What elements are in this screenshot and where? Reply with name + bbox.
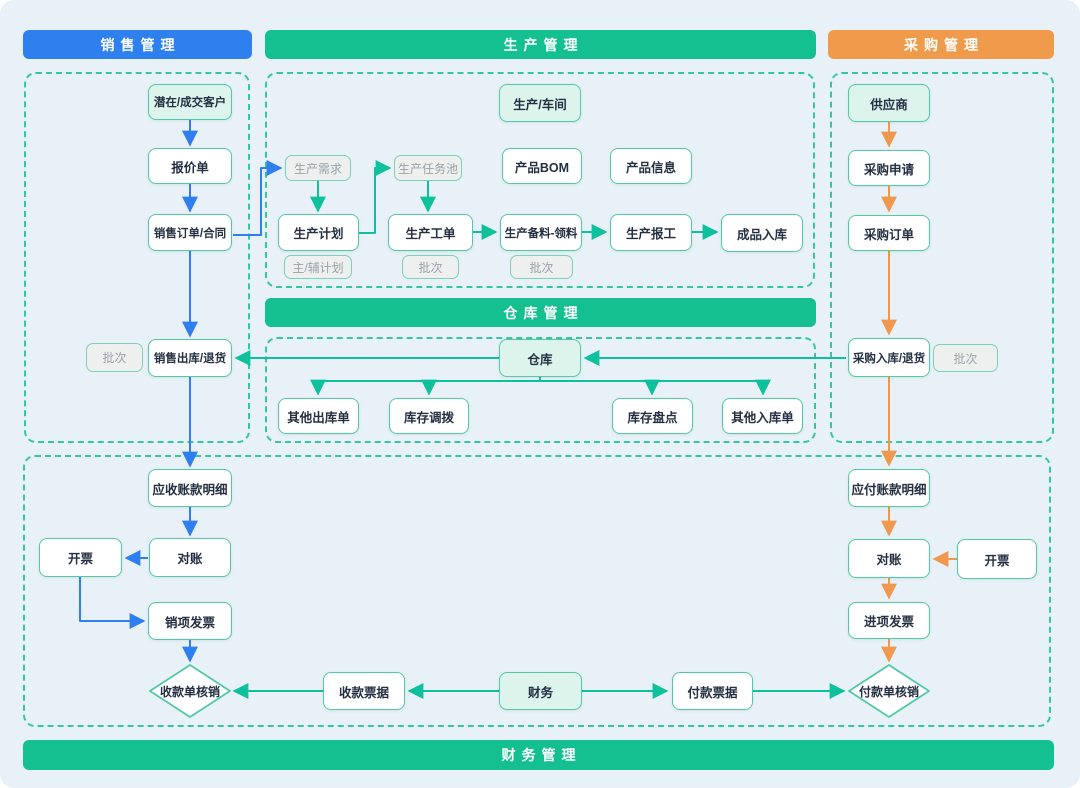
node-ap-reconcile: 对账 bbox=[848, 539, 930, 578]
node-material-pick-batch: 批次 bbox=[510, 255, 573, 279]
node-main-aux-plan: 主/辅计划 bbox=[284, 255, 352, 279]
node-material-pick: 生产备料-领料 bbox=[500, 214, 582, 251]
node-output-invoice: 销项发票 bbox=[148, 602, 232, 640]
header-purchase-management: 采购管理 bbox=[828, 30, 1054, 59]
node-work-order: 生产工单 bbox=[388, 214, 473, 251]
node-stock-transfer: 库存调拨 bbox=[389, 398, 469, 434]
node-payment-writeoff: 付款单核销 bbox=[858, 684, 919, 699]
node-work-order-batch: 批次 bbox=[402, 255, 459, 279]
container-purchase bbox=[830, 72, 1054, 443]
container-finance bbox=[23, 455, 1051, 727]
node-payment-bill: 付款票据 bbox=[672, 672, 753, 710]
node-purchase-batch: 批次 bbox=[933, 344, 998, 372]
node-invoicing-left: 开票 bbox=[39, 538, 122, 577]
header-finance-management: 财务管理 bbox=[23, 740, 1054, 770]
node-stock-count: 库存盘点 bbox=[612, 398, 693, 434]
node-sales-outbound: 销售出库/退货 bbox=[148, 339, 232, 377]
node-production-plan: 生产计划 bbox=[278, 214, 359, 251]
node-ar-detail: 应收账款明细 bbox=[148, 469, 232, 507]
node-sales-order: 销售订单/合同 bbox=[148, 214, 232, 251]
container-sales bbox=[24, 72, 250, 443]
node-other-outbound: 其他出库单 bbox=[278, 398, 359, 434]
node-production-task-pool: 生产任务池 bbox=[394, 155, 462, 181]
node-finance: 财务 bbox=[499, 672, 582, 710]
node-purchase-order: 采购订单 bbox=[848, 215, 930, 251]
node-product-info: 产品信息 bbox=[610, 148, 692, 184]
node-invoicing-right: 开票 bbox=[957, 539, 1037, 579]
node-purchase-request: 采购申请 bbox=[848, 150, 930, 186]
node-receipt-bill: 收款票据 bbox=[323, 672, 405, 710]
node-production-demand: 生产需求 bbox=[285, 155, 351, 181]
node-work-report: 生产报工 bbox=[610, 214, 692, 251]
node-finished-goods-inbound: 成品入库 bbox=[721, 214, 803, 252]
node-supplier: 供应商 bbox=[848, 84, 930, 122]
node-quotation: 报价单 bbox=[148, 148, 232, 184]
node-warehouse: 仓库 bbox=[499, 339, 581, 377]
node-sales-batch: 批次 bbox=[86, 343, 143, 372]
node-product-bom: 产品BOM bbox=[502, 148, 582, 184]
node-potential-customer: 潜在/成交客户 bbox=[148, 84, 232, 120]
node-production-workshop: 生产/车间 bbox=[499, 84, 581, 122]
node-ap-detail: 应付账款明细 bbox=[848, 469, 930, 507]
container-warehouse bbox=[265, 337, 816, 443]
header-sales-management: 销售管理 bbox=[23, 30, 252, 59]
node-ar-reconcile: 对账 bbox=[149, 538, 231, 577]
node-purchase-inbound: 采购入库/退货 bbox=[848, 338, 930, 377]
node-other-inbound: 其他入库单 bbox=[722, 398, 803, 434]
node-receipt-writeoff: 收款单核销 bbox=[159, 684, 220, 699]
node-input-invoice: 进项发票 bbox=[848, 602, 930, 639]
header-warehouse-management: 仓库管理 bbox=[265, 298, 816, 327]
header-production-management: 生产管理 bbox=[265, 30, 816, 59]
